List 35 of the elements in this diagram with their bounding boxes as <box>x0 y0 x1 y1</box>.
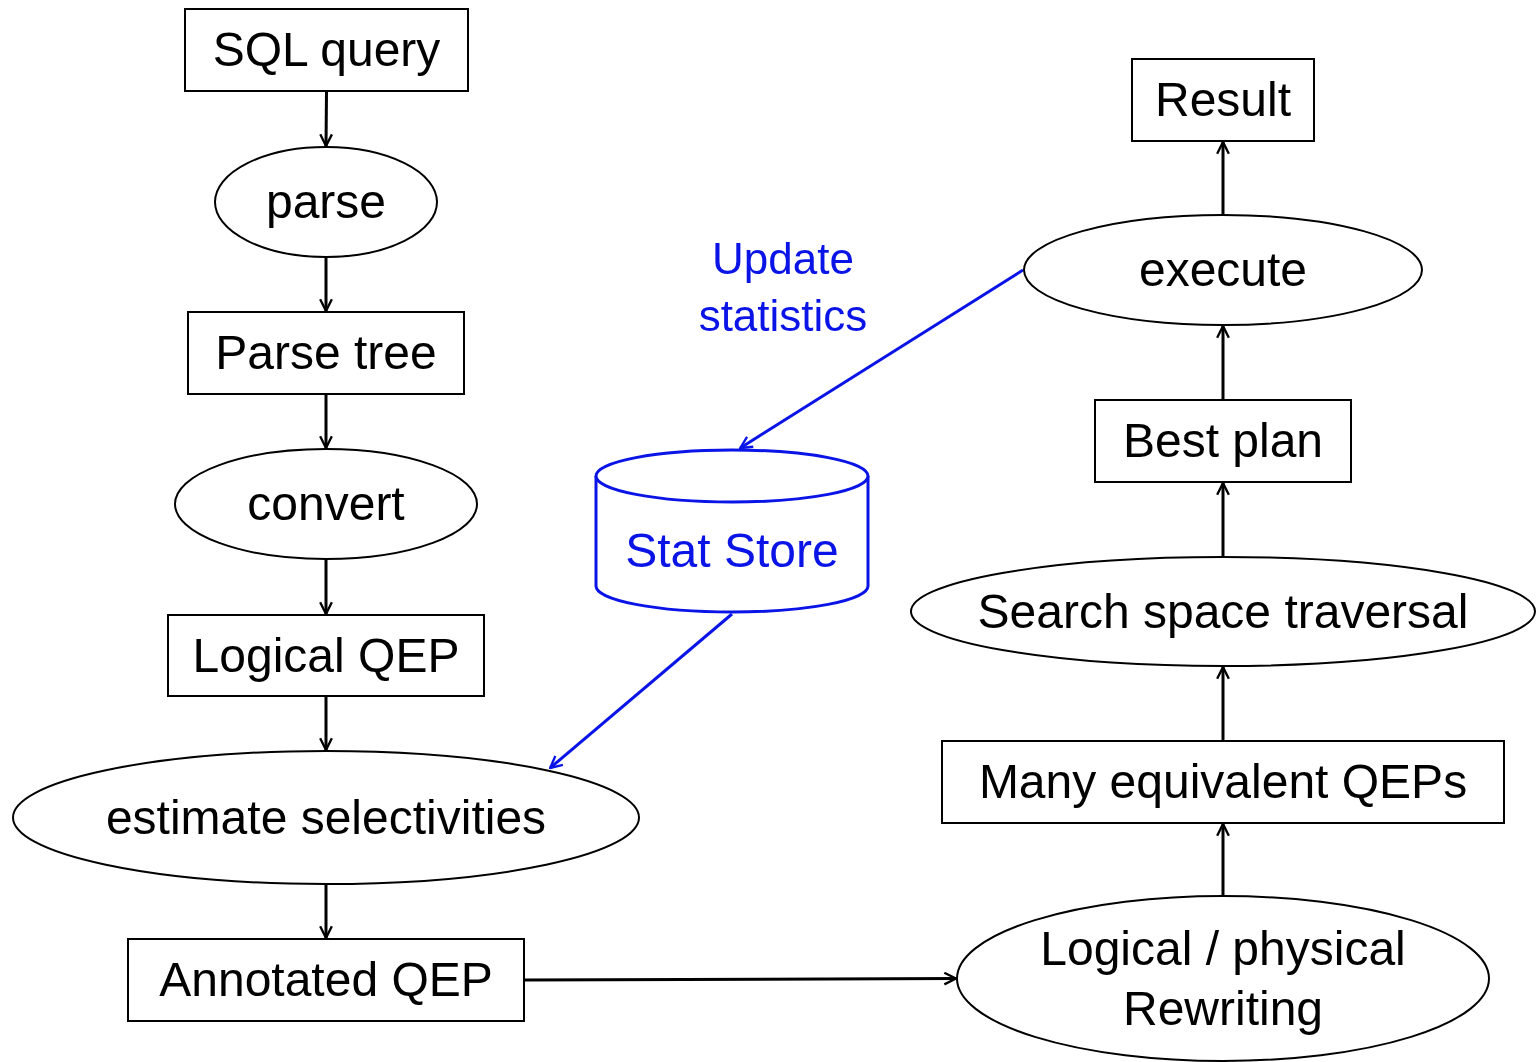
arrow <box>549 612 733 770</box>
arrow <box>1216 140 1230 214</box>
node-label: Logical / physical Rewriting <box>1039 920 1407 1037</box>
arrow <box>319 885 333 940</box>
process-box: SQL query <box>184 8 469 92</box>
process-ellipse <box>12 750 640 885</box>
process-ellipse <box>910 556 1536 667</box>
arrow <box>1216 324 1230 399</box>
process-ellipse <box>1023 214 1423 326</box>
process-box: Result <box>1131 58 1315 142</box>
node-label: Search space traversal <box>977 583 1469 640</box>
node-label: convert <box>247 476 405 532</box>
arrow <box>319 92 334 148</box>
arrow <box>319 258 333 313</box>
arrow <box>319 560 333 616</box>
arrow <box>525 971 958 986</box>
node-label: estimate selectivities <box>105 789 547 846</box>
process-ellipse <box>174 448 478 560</box>
process-ellipse <box>214 146 438 258</box>
process-box: Best plan <box>1094 399 1352 483</box>
node-label: execute <box>1138 242 1308 298</box>
process-box: Logical QEP <box>167 614 485 697</box>
arrow <box>739 268 1024 450</box>
arrow <box>1216 665 1230 740</box>
node-label: Stat Store <box>625 523 839 579</box>
process-ellipse <box>956 895 1490 1062</box>
arrow <box>1216 822 1230 895</box>
arrow <box>319 395 333 450</box>
process-box: Parse tree <box>187 311 465 395</box>
process-box: Annotated QEP <box>127 938 525 1022</box>
node-label: parse <box>265 174 387 230</box>
database-cylinder <box>594 448 870 614</box>
arrow <box>1216 481 1230 556</box>
arrow <box>319 697 333 752</box>
process-box: Many equivalent QEPs <box>941 740 1505 824</box>
